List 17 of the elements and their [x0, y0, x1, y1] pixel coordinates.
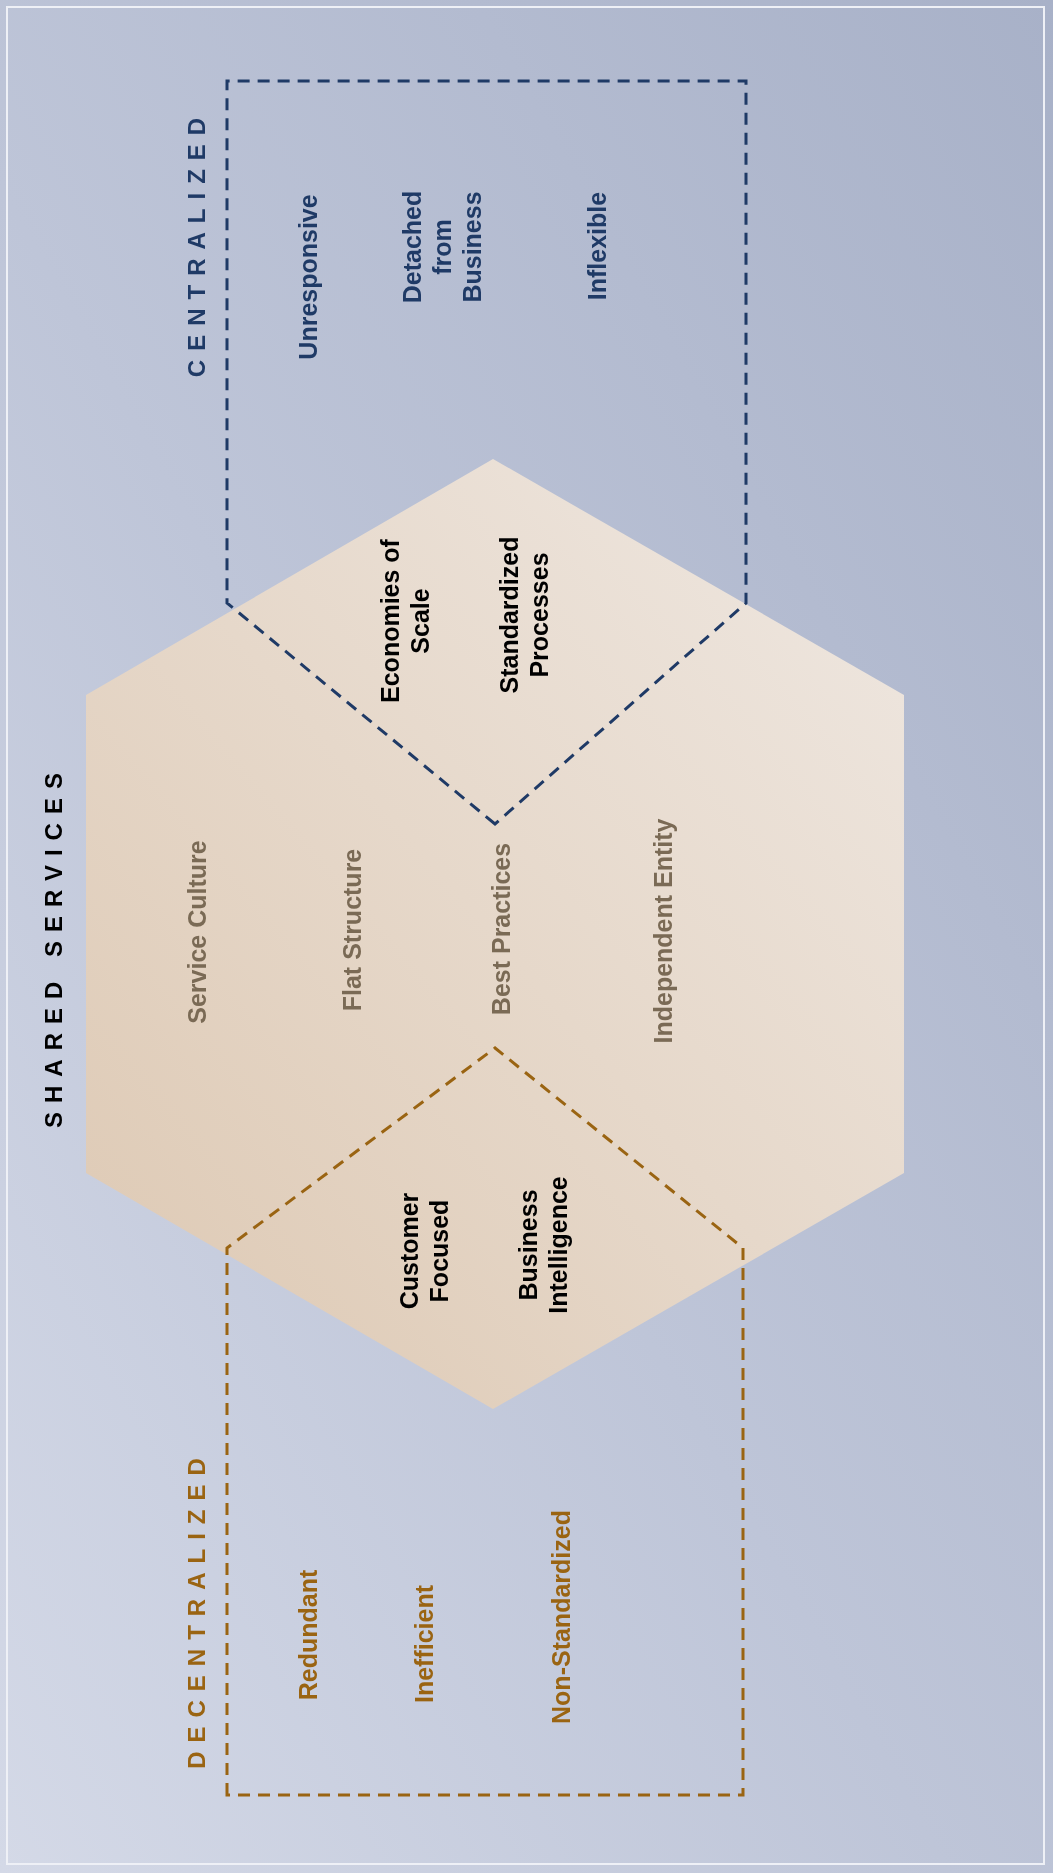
region-text: Independent Entity: [648, 818, 678, 1044]
region-text: Service Culture: [182, 840, 212, 1024]
region-text: Customer Focused: [394, 1191, 454, 1312]
region-text: Inefficient: [409, 1584, 439, 1704]
region-text: Non-Standardized: [546, 1510, 576, 1724]
group-heading: CENTRALIZED: [182, 108, 211, 378]
region-text: Unresponsive: [293, 194, 323, 360]
region-text: Inflexible: [582, 191, 612, 301]
group-heading: DECENTRALIZED: [182, 1449, 211, 1769]
region-text: Standardized Processes: [494, 535, 554, 696]
region-text: Best Practices: [486, 842, 516, 1016]
group-heading: SHARED SERVICES: [39, 764, 68, 1128]
region-text: Detached from Business: [397, 189, 487, 306]
region-text: Flat Structure: [337, 848, 367, 1012]
region-text: Economies of Scale: [375, 538, 435, 705]
region-text: Redundant: [293, 1569, 323, 1701]
region-text: Business Intelligence: [513, 1175, 573, 1316]
